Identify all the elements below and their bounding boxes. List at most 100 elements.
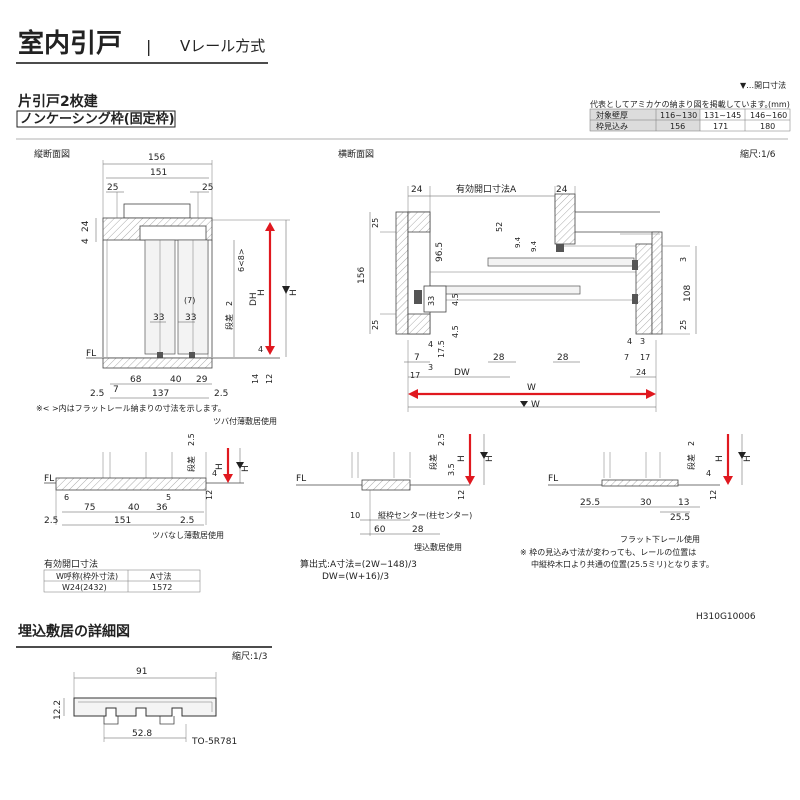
sill-detail-c: FL 段差 2 4 H H 12 25.5 30 13 25.5 フラット下レー… (520, 434, 753, 569)
dim-h24c: 24 (636, 368, 646, 377)
dim-h4b: 4 (627, 337, 632, 346)
spec-table-note: 代表としてアミカケの納まり図を掲載しています。 (590, 99, 773, 109)
dim-h9-4b: 9.4 (530, 240, 538, 252)
sill-detail-b: FL 段差 2.5 3.5 H H 12 10 縦枠センター(柱センター) 60… (296, 433, 495, 552)
spec-table-unit: (mm) (768, 100, 790, 109)
detail-title: 埋込敷居の詳細図 (18, 623, 130, 640)
dim-v25b: 25 (202, 183, 213, 193)
dim-v156: 156 (148, 153, 165, 163)
dim-c-H: H (715, 455, 725, 462)
dim-v-step: 段差 (224, 314, 234, 330)
dim-h4a: 4 (428, 340, 433, 349)
dim-c-12: 12 (709, 490, 718, 500)
opening-header-0: W呼称(枠外寸法) (56, 571, 118, 581)
main-scale: 縮尺:1/6 (740, 148, 776, 160)
dim-v7: 7 (113, 385, 119, 395)
dim-b-H: H (457, 455, 467, 462)
frame-type: ノンケーシング枠(固定枠) (20, 111, 175, 127)
dim-a-step: 段差 (186, 456, 196, 472)
detail-scale: 縮尺:1/3 (232, 650, 268, 662)
dim-c-25-5b: 25.5 (670, 513, 690, 523)
thin-sill-flange-label: ツバ付薄敷居使用 (213, 416, 277, 426)
dim-v14: 14 (251, 374, 260, 384)
dim-v25a: 25 (107, 183, 118, 193)
dim-vDH: DH (249, 292, 259, 306)
dim-c-13: 13 (678, 498, 689, 508)
dim-v2: 2 (225, 301, 234, 306)
dim-b-12: 12 (457, 490, 466, 500)
spec-table: 代表としてアミカケの納まり図を掲載しています。 (mm) 対象壁厚 116~13… (589, 99, 791, 132)
dim-v6-8: 6<8> (237, 248, 246, 272)
dim-h17-5: 17.5 (437, 340, 446, 358)
dim-c-step: 段差 (686, 454, 696, 470)
dim-a-6: 6 (64, 493, 69, 502)
spec-cell-0-1: 116~130 (660, 111, 697, 120)
dim-v151: 151 (150, 168, 167, 178)
dim-v29: 29 (196, 375, 208, 385)
horizontal-section-label: 横断面図 (338, 148, 374, 160)
dim-h33: 33 (427, 296, 436, 306)
detail-height: 12.2 (53, 700, 63, 720)
opening-table-title: 有効開口寸法 (44, 558, 98, 570)
dim-h7a: 7 (414, 353, 420, 363)
dim-c-2: 2 (687, 441, 696, 446)
opening-header-1: A寸法 (150, 571, 171, 581)
dim-b-step: 段差 (428, 454, 438, 470)
dim-v33a: 33 (153, 313, 164, 323)
dim-vH2: H (289, 289, 299, 296)
dim-a-2-5c: 2.5 (180, 516, 194, 526)
spec-cell-0-3: 146~160 (750, 111, 787, 120)
opening-legend: ▼…開口寸法 (740, 80, 786, 90)
dim-hDW: DW (454, 368, 470, 378)
flat-rail-label: フラット下レール使用 (620, 534, 700, 544)
dim-c-H2: H (743, 455, 753, 462)
dim-hW: W (527, 383, 536, 393)
detail-bottom: 52.8 (132, 729, 152, 739)
dim-v12: 12 (265, 374, 274, 384)
dim-hW2: W (531, 400, 540, 410)
dim-v137: 137 (152, 389, 169, 399)
dim-a-H: H (215, 463, 225, 470)
product-name: 片引戸2枚建 (18, 93, 98, 110)
flat-rail-note-1: ※ 枠の見込み寸法が変わっても、レールの位置は (520, 547, 696, 557)
dim-h28b: 28 (557, 353, 569, 363)
dim-b-H2: H (485, 455, 495, 462)
drawing-code: H310G10006 (696, 612, 756, 622)
dim-b-28: 28 (412, 525, 424, 535)
dim-h108: 108 (683, 285, 693, 302)
dim-a-40: 40 (128, 503, 140, 513)
opening-cell-0-0: W24(2432) (62, 583, 107, 592)
dim-a-2-5: 2.5 (187, 433, 196, 446)
spec-cell-0-2: 131~145 (704, 111, 741, 120)
dim-c-30: 30 (640, 498, 652, 508)
dim-h4-5a: 4.5 (451, 293, 460, 306)
label-a-FL: FL (44, 474, 54, 484)
dim-h3b: 3 (640, 337, 645, 346)
dim-h25c: 25 (679, 320, 688, 330)
bracket-note: ※< >内はフラットレール納まりの寸法を示します。 (36, 403, 226, 413)
dim-h24a: 24 (411, 185, 423, 195)
dim-a-5: 5 (166, 493, 171, 502)
label-b-FL: FL (296, 474, 306, 484)
dim-a-4: 4 (212, 469, 217, 478)
frame-type-box (16, 110, 176, 128)
dim-h3c: 3 (428, 363, 433, 372)
dim-v33b: 33 (185, 313, 196, 323)
frame-center-label: 縦枠センター(柱センター) (378, 510, 472, 520)
dim-v40: 40 (170, 375, 182, 385)
vertical-section-label: 縦断面図 (34, 148, 70, 160)
dim-h25b: 25 (371, 320, 380, 330)
dim-a-75: 75 (84, 503, 95, 513)
dim-h3: 3 (679, 257, 688, 262)
dim-a-H2: H (241, 465, 251, 472)
embedded-sill-label: 埋込敷居使用 (414, 542, 462, 552)
dim-c-4: 4 (706, 469, 711, 478)
dim-v68: 68 (130, 375, 142, 385)
dim-h156: 156 (357, 267, 367, 284)
dim-h17b: 17 (640, 353, 650, 362)
dim-a-151: 151 (114, 516, 131, 526)
dim-v7p: (7) (184, 296, 195, 305)
dim-h7b: 7 (624, 353, 629, 362)
dim-a-12: 12 (205, 490, 214, 500)
dim-v2-5a: 2.5 (90, 389, 104, 399)
